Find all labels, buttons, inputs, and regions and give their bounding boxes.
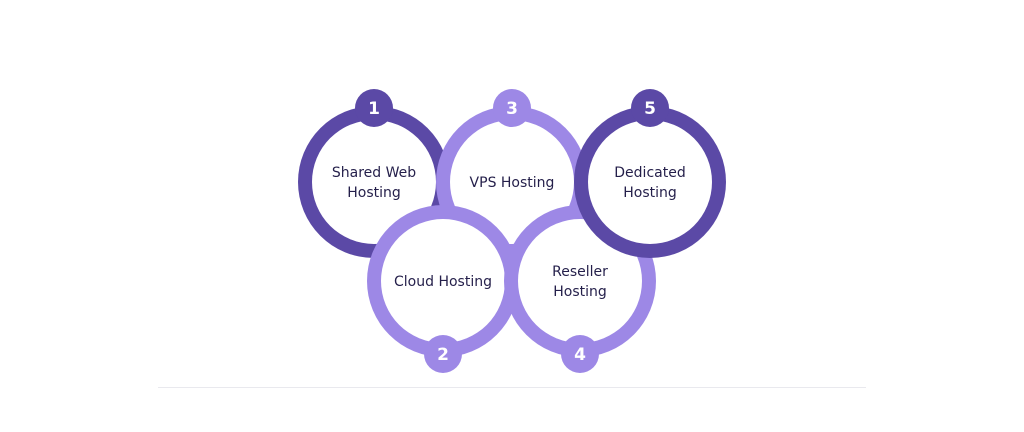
badge-number: 3 (506, 99, 518, 119)
badge-number: 4 (574, 345, 586, 365)
number-badge (631, 89, 669, 127)
number-badge (493, 89, 531, 127)
ring-label-line: Hosting (553, 284, 607, 300)
ring-label-line: Cloud Hosting (394, 274, 492, 290)
ring-inner (312, 120, 436, 244)
ring-inner (381, 219, 505, 343)
ring-inner (588, 120, 712, 244)
ring-label-line: Hosting (347, 185, 401, 201)
ring-inner (518, 219, 642, 343)
ring-label-line: Reseller (552, 264, 608, 280)
number-badge (424, 335, 462, 373)
ring-2-cloud-hosting: 2 Cloud Hosting (367, 205, 519, 373)
bottom-divider (158, 387, 866, 388)
badge-number: 5 (644, 99, 656, 119)
number-badge (355, 89, 393, 127)
badge-number: 1 (368, 99, 380, 119)
ring-label-line: Shared Web (332, 165, 416, 181)
ring-label-line: Dedicated (614, 165, 685, 181)
ring-label-line: VPS Hosting (470, 175, 555, 191)
ring-label-line: Hosting (623, 185, 677, 201)
badge-number: 2 (437, 345, 449, 365)
ring-inner (450, 120, 574, 244)
number-badge (561, 335, 599, 373)
